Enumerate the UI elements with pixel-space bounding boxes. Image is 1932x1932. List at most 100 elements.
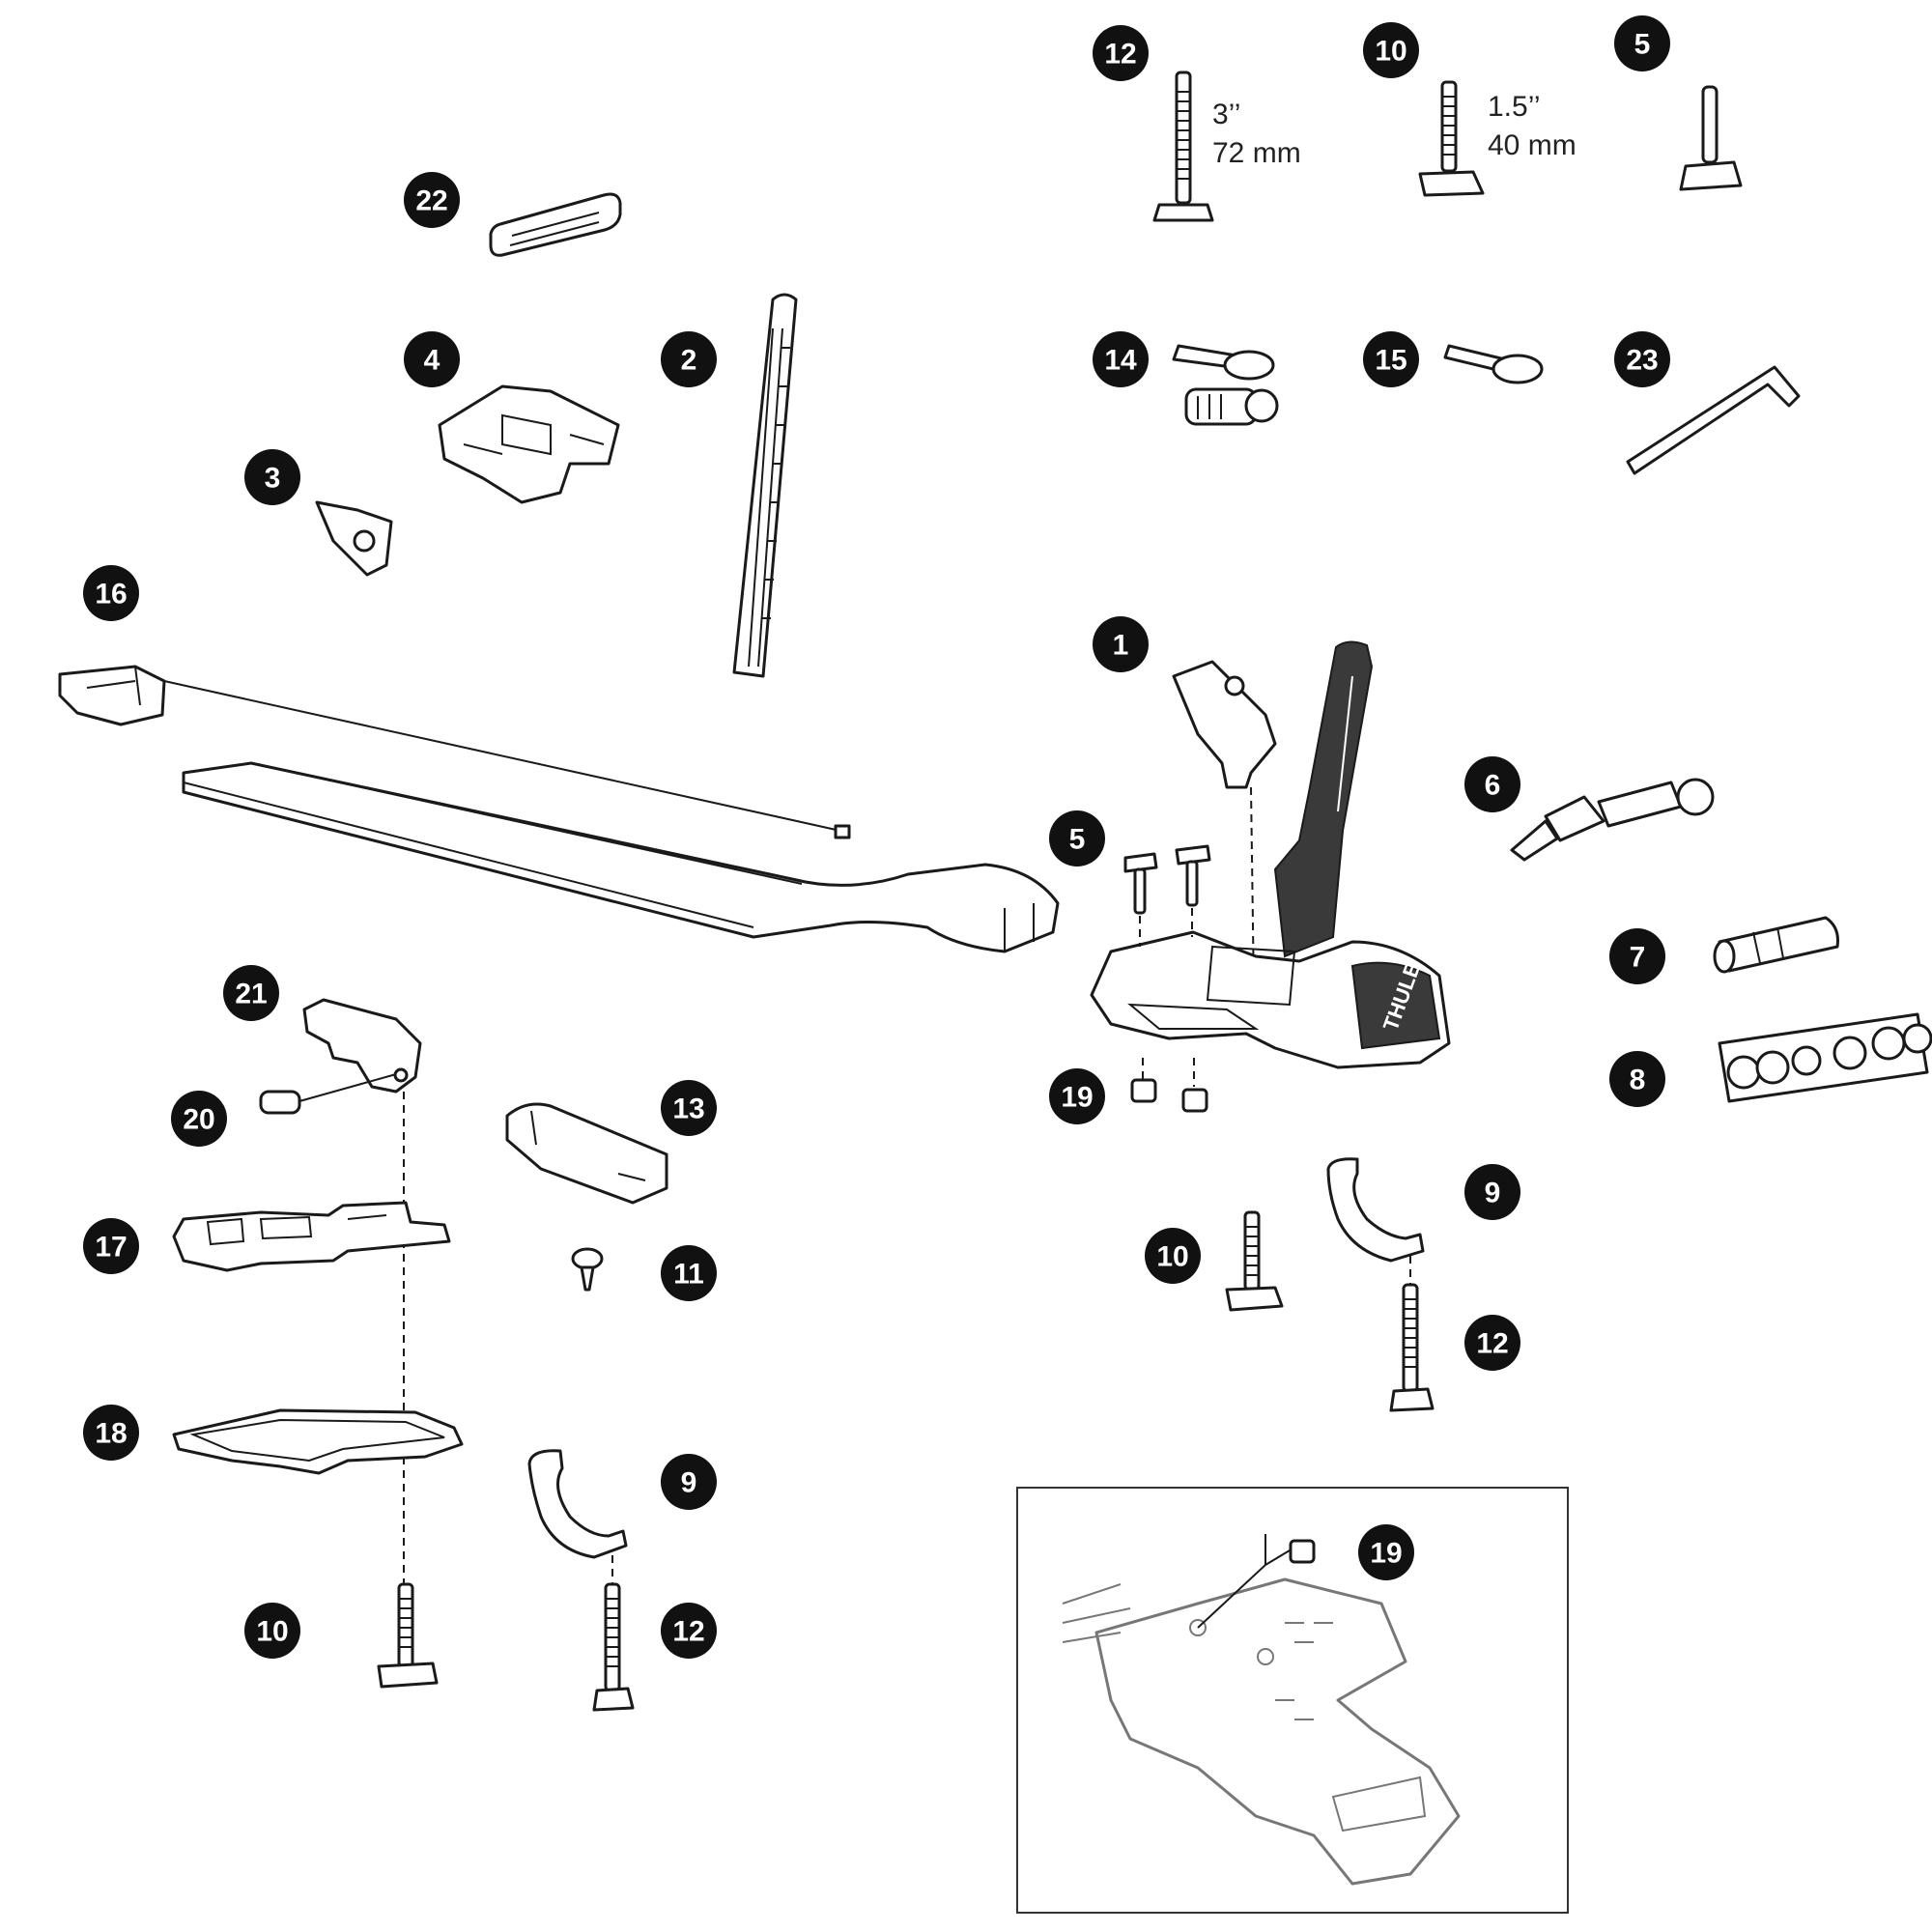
part-21-end-cap [302, 998, 422, 1094]
part-3-hinge-bracket [315, 500, 393, 577]
callout-c7: 7 [1609, 928, 1665, 984]
cable-end-cap [834, 824, 851, 839]
part-7-adapter-sleeve [1713, 916, 1839, 974]
callout-number: 22 [415, 185, 447, 217]
callout-number: 5 [1069, 824, 1086, 856]
short-bolt-mm-label: 40 mm [1488, 129, 1577, 161]
part-17-base-plate [172, 1201, 451, 1272]
callout-circle [1049, 810, 1105, 867]
callout-c16: 16 [83, 565, 139, 621]
callout-number: 6 [1485, 770, 1501, 802]
callout-c3: 3 [244, 449, 300, 505]
cable-line [163, 680, 841, 832]
callout-c14: 14 [1093, 331, 1149, 387]
callout-number: 15 [1375, 345, 1406, 377]
callout-c10-left: 10 [244, 1603, 300, 1659]
callout-circle [223, 965, 279, 1021]
callout-c1: 1 [1093, 616, 1149, 672]
inset-leader-line [1197, 1534, 1291, 1629]
callout-circle [171, 1091, 227, 1147]
part-12-long-t-bolt [1152, 71, 1214, 222]
part-10-short-t-bolt [1418, 80, 1485, 197]
callout-c10-top: 10 [1363, 22, 1419, 78]
inset-detail-frame [1016, 1487, 1569, 1914]
callout-circle [83, 565, 139, 621]
callout-c17: 17 [83, 1218, 139, 1274]
callout-c18: 18 [83, 1405, 139, 1461]
callout-c5-mid: 5 [1049, 810, 1105, 867]
part-8-adapter-kit [1718, 1012, 1932, 1103]
part-19-spacers-pair [1130, 1078, 1208, 1113]
callout-circle [1093, 25, 1149, 81]
callout-c4: 4 [404, 331, 460, 387]
callout-number: 9 [681, 1467, 697, 1499]
callout-number: 19 [1370, 1538, 1402, 1570]
callout-c12-top: 12 [1093, 25, 1149, 81]
callout-c23: 23 [1614, 331, 1670, 387]
callout-number: 9 [1485, 1178, 1501, 1209]
callout-c5-top: 5 [1614, 15, 1670, 71]
callout-circle [404, 331, 460, 387]
callout-circle [1363, 331, 1419, 387]
callout-number: 2 [681, 345, 697, 377]
inset-base-underside-view [1062, 1577, 1461, 1886]
callout-circle [1464, 1315, 1520, 1371]
guide-lines-spacers [1142, 1058, 1195, 1087]
callout-c20: 20 [171, 1091, 227, 1147]
part-14-key-and-lock [1172, 344, 1279, 426]
callout-circle [661, 1245, 717, 1301]
callout-circle [661, 1080, 717, 1136]
callout-c2: 2 [661, 331, 717, 387]
callout-c10-right: 10 [1145, 1228, 1201, 1284]
part-5-t-bolt-top [1679, 85, 1743, 191]
callout-c12-left: 12 [661, 1603, 717, 1659]
callout-circle [83, 1218, 139, 1274]
callout-circle [1609, 928, 1665, 984]
callout-number: 16 [95, 579, 127, 611]
part-6-axle-adapter [1510, 778, 1715, 862]
callout-circle [1609, 1051, 1665, 1107]
callout-circle [1049, 1068, 1105, 1124]
part-19-spacer-inset [1289, 1539, 1316, 1564]
wheel-tray-rail [182, 761, 1060, 953]
callout-circle [661, 1603, 717, 1659]
callout-c8: 8 [1609, 1051, 1665, 1107]
part-23-hex-key [1626, 365, 1801, 475]
callout-number: 1 [1113, 630, 1129, 662]
callout-number: 10 [1156, 1241, 1188, 1273]
part-9-clamp-right [1326, 1157, 1425, 1263]
part-22-strap-buckle [489, 192, 622, 257]
callout-circle [661, 1454, 717, 1510]
callout-c15: 15 [1363, 331, 1419, 387]
callout-number: 12 [1104, 39, 1136, 71]
callout-circle [1464, 1164, 1520, 1220]
callout-number: 18 [95, 1418, 127, 1450]
pin-guide-line [298, 1073, 397, 1102]
callout-c9-right: 9 [1464, 1164, 1520, 1220]
part-13-strap-guide [505, 1102, 668, 1205]
part-10-t-bolt-left [377, 1582, 439, 1689]
callout-number: 7 [1630, 942, 1646, 974]
callout-c6: 6 [1464, 756, 1520, 812]
part-9-clamp-left [527, 1449, 628, 1559]
callout-number: 19 [1061, 1082, 1093, 1114]
long-bolt-mm-label: 72 mm [1212, 137, 1301, 169]
callout-circle [1358, 1524, 1414, 1580]
callout-circle [1145, 1228, 1201, 1284]
callout-c11: 11 [661, 1245, 717, 1301]
callout-number: 3 [265, 463, 281, 495]
part-12-t-bolt-left [592, 1582, 635, 1712]
guide-lines-bolts [1139, 908, 1193, 947]
part-12-t-bolt-right [1389, 1283, 1435, 1412]
callout-c19-inset: 19 [1358, 1524, 1414, 1580]
callout-circle [661, 331, 717, 387]
guide-line-arm [1250, 786, 1255, 996]
short-bolt-inch-label: 1.5’’ [1488, 91, 1541, 123]
callout-c12-right: 12 [1464, 1315, 1520, 1371]
callout-number: 8 [1630, 1065, 1646, 1096]
part-16-cable-end-bracket [58, 665, 166, 726]
callout-circle [1093, 331, 1149, 387]
callout-number: 12 [672, 1616, 704, 1648]
